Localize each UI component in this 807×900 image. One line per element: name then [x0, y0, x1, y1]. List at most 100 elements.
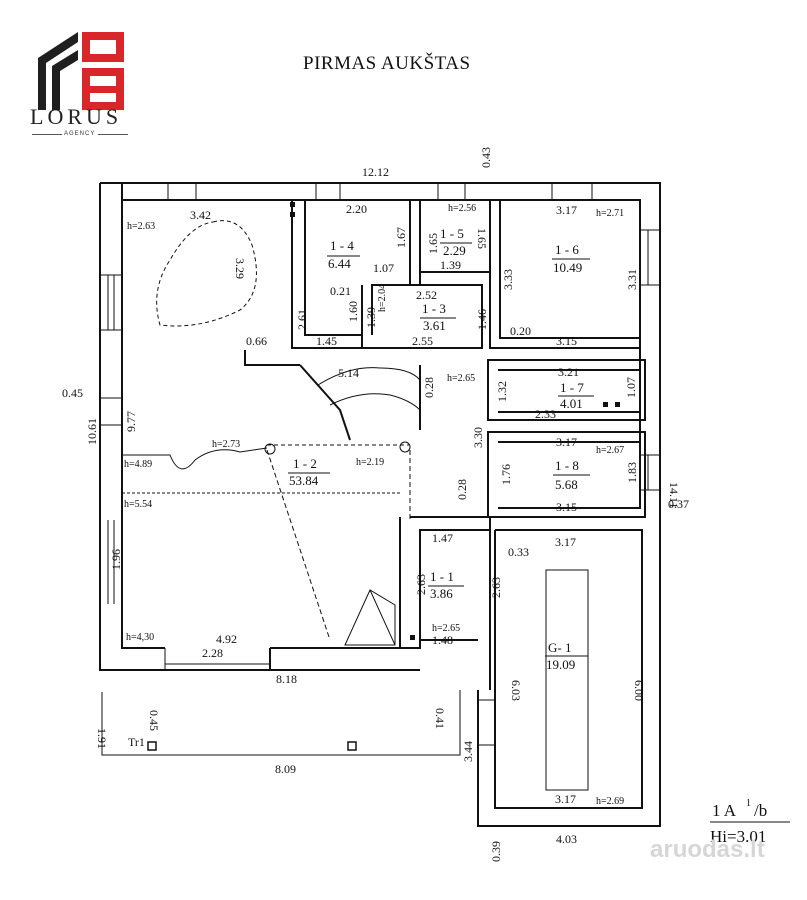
door-swing-1-1	[344, 589, 396, 646]
h-2-71: h=2.71	[596, 208, 624, 219]
inner-wall-left-bottom	[121, 183, 165, 649]
mark-3	[603, 402, 608, 407]
dim-8-18: 8.18	[276, 672, 297, 686]
dim-8-09: 8.09	[275, 762, 296, 776]
dim-1-67: 1.67	[394, 227, 408, 248]
room-1-2-code: 1 - 2	[293, 456, 317, 471]
room-g-1-code: G- 1	[548, 640, 571, 655]
dim-14-11: 14.11	[667, 482, 681, 509]
dim-12-12: 12.12	[362, 165, 389, 179]
dim-4-92: 4.92	[216, 632, 237, 646]
dim-0-28b: 0.28	[455, 479, 469, 500]
dim-6-00: 6.00	[632, 680, 646, 701]
dim-0-33: 0.33	[508, 545, 529, 559]
wall-1-4-left-inner	[304, 200, 362, 336]
window-right-lower	[640, 454, 660, 491]
dim-10-61: 10.61	[85, 418, 99, 445]
mark-4	[615, 402, 620, 407]
wall-1-1-top	[410, 516, 491, 690]
h-4-89: h=4.89	[124, 459, 152, 470]
wall-1-4-left	[291, 200, 362, 349]
room-1-7-area: 4.01	[560, 396, 583, 411]
dim-0-45b: 0.45	[147, 710, 161, 731]
wall-1-6-left-inner	[499, 200, 640, 339]
sheet-bottom: Hi=3.01	[710, 827, 766, 846]
dim-1-07b: 1.07	[624, 377, 638, 398]
dim-1-32: 1.32	[495, 381, 509, 402]
h-2-69: h=2.69	[596, 796, 624, 807]
dim-3-17d: 3.17	[555, 792, 576, 806]
logo-rule-left	[32, 134, 62, 135]
h-2-65b: h=2.65	[432, 623, 460, 634]
column-2	[399, 441, 411, 453]
dim-0-21: 0.21	[330, 284, 351, 298]
post-1	[147, 741, 157, 751]
dashed-curve	[156, 220, 257, 327]
room-1-4-area: 6.44	[328, 256, 351, 271]
window-top-marks	[167, 183, 593, 200]
h-2-73: h=2.73	[212, 439, 240, 450]
dim-1-65b: 1.65	[475, 228, 489, 249]
curve-wall	[122, 447, 268, 470]
dim-2-20: 2.20	[346, 202, 367, 216]
walls	[99, 182, 661, 827]
sheet-tail: /b	[754, 801, 767, 820]
dim-1-60: 1.60	[346, 301, 360, 322]
dim-5-14: 5.14	[338, 366, 359, 380]
terrace-outline	[101, 690, 461, 756]
dim-3-17b: 3.17	[556, 435, 577, 449]
h-4-30: h=4,30	[126, 632, 154, 643]
dim-1-76: 1.76	[499, 464, 513, 485]
wall-1-8	[487, 431, 646, 518]
watermark-text: aruodas	[650, 836, 744, 863]
room-1-1-area: 3.86	[430, 586, 453, 601]
dim-3-31: 3.31	[625, 269, 639, 290]
dim-0-45a: 0.45	[62, 386, 83, 400]
dim-2-28: 2.28	[202, 646, 223, 660]
wall-1-4-right	[409, 200, 421, 286]
logo-dark-shape	[38, 32, 78, 110]
terrace-posts	[147, 741, 357, 751]
dim-2-63b: 2.63	[489, 577, 503, 598]
room-1-6-area: 10.49	[553, 260, 582, 275]
dim-3-30: 3.30	[471, 427, 485, 448]
room-1-7-code: 1 - 7	[560, 380, 584, 395]
dim-3-42: 3.42	[190, 208, 211, 222]
dim-1-83: 1.83	[625, 462, 639, 483]
dim-1-39b: 1.39	[364, 307, 378, 328]
outer-wall-garage	[477, 520, 661, 827]
page-title: PIRMAS AUKŠTAS	[303, 53, 471, 74]
dim-1-48: 1.48	[432, 633, 453, 647]
h-5-54: h=5.54	[124, 499, 152, 510]
dashed-lines	[266, 449, 411, 641]
room-1-6-code: 1 - 6	[555, 242, 579, 257]
stair-curve-2	[329, 393, 421, 411]
wall-1-7	[487, 359, 646, 421]
inner-wall-garage	[494, 529, 643, 809]
room-1-5-area: 2.29	[443, 243, 466, 258]
mark-5	[410, 635, 415, 640]
dim-1-91: 1.91	[95, 728, 109, 749]
watermark-suffix: .lt	[743, 836, 765, 863]
mark-2	[290, 212, 295, 217]
wall-landing	[244, 350, 300, 366]
room-tr1-code: Tr1	[128, 735, 145, 749]
logo-wordmark: LORUS	[30, 104, 123, 129]
details	[100, 183, 660, 791]
dim-3-17a: 3.17	[556, 203, 577, 217]
wall-1-7-inner	[498, 369, 641, 413]
logo-red-bottom	[82, 68, 124, 110]
room-1-3-area: 3.61	[423, 318, 446, 333]
garage-window	[478, 699, 495, 746]
dim-3-17c: 3.17	[555, 535, 576, 549]
window-left-upper	[100, 274, 122, 331]
dim-0-43: 0.43	[479, 147, 493, 168]
dim-2-55: 2.55	[412, 334, 433, 348]
h-2-65a: h=2.65	[447, 373, 475, 384]
wall-1-1-left	[399, 517, 490, 649]
window-right-upper	[640, 229, 660, 286]
dim-0-28a: 0.28	[422, 377, 436, 398]
sheet-top: 1 A	[712, 801, 737, 820]
room-1-3-code: 1 - 3	[422, 301, 446, 316]
dim-1-46: 1.46	[475, 309, 489, 330]
